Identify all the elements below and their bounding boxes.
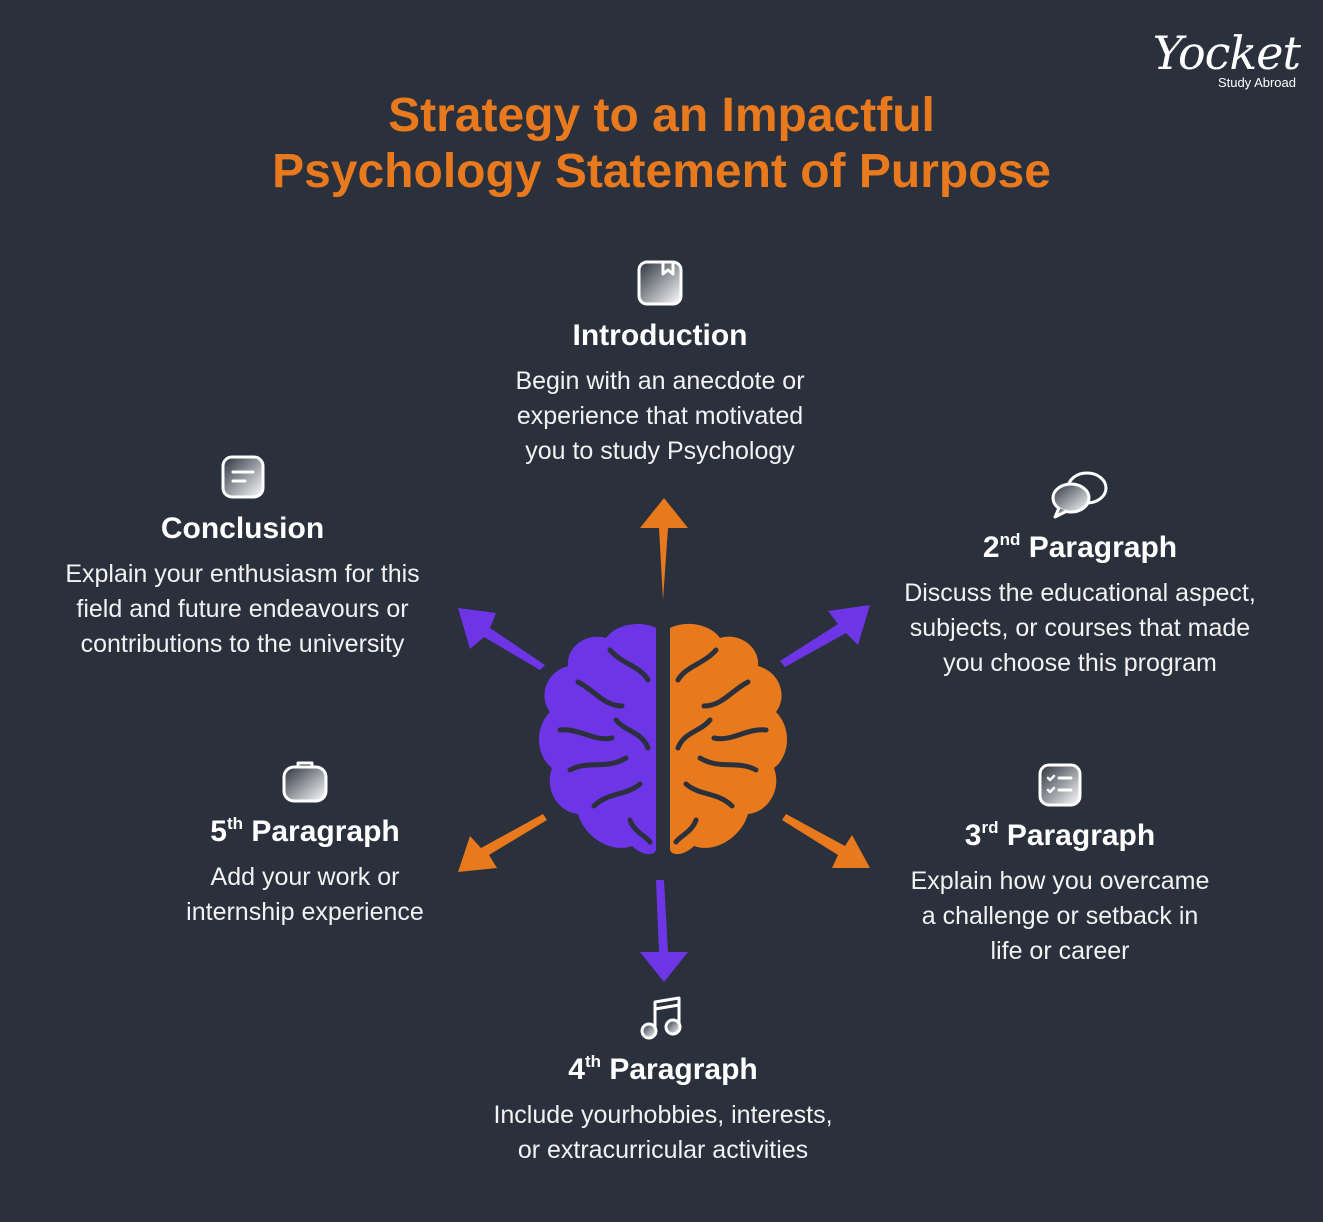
arrow-lower-left [458, 814, 547, 872]
paragraph-3-line-2: a challenge or setback in [921, 902, 1199, 930]
paragraph-4-word: Paragraph [609, 1053, 758, 1086]
arrow-down [640, 880, 688, 982]
page-title: Strategy to an Impactful Psychology Stat… [0, 88, 1323, 200]
section-paragraph-2: 2nd Paragraph Discuss the educational as… [860, 468, 1300, 681]
paragraph-3-heading: 3rd Paragraph [845, 818, 1275, 854]
paragraph-2-suffix: nd [999, 530, 1021, 549]
section-paragraph-3: 3rd Paragraph Explain how you overcame a… [845, 762, 1275, 969]
introduction-heading: Introduction [572, 319, 748, 352]
briefcase-icon [282, 761, 328, 803]
logo-wordmark: Yocket [1152, 26, 1301, 80]
paragraph-3-line-3: life or career [990, 937, 1130, 965]
title-line-2: Psychology Statement of Purpose [272, 145, 1051, 198]
note-icon [221, 455, 264, 499]
arrow-up [640, 498, 688, 600]
conclusion-line-1: Explain your enthusiasm for this [65, 560, 420, 588]
arrow-lower-right [782, 814, 870, 868]
paragraph-2-line-2: subjects, or courses that made [909, 614, 1251, 642]
yocket-logo: Yocket Study Abroad [1145, 26, 1301, 98]
paragraph-5-word: Paragraph [251, 815, 400, 848]
section-conclusion: Conclusion Explain your enthusiasm for t… [20, 453, 465, 662]
paragraph-3-suffix: rd [981, 818, 999, 837]
conclusion-description: Explain your enthusiasm for this field a… [20, 557, 465, 662]
paragraph-2-description: Discuss the educational aspect, subjects… [860, 576, 1300, 681]
paragraph-3-word: Paragraph [1006, 819, 1156, 852]
paragraph-4-number: 4 [568, 1053, 585, 1086]
paragraph-4-description: Include yourhobbies, interests, or extra… [448, 1098, 878, 1168]
checklist-icon [1038, 763, 1082, 807]
paragraph-5-heading: 5th Paragraph [90, 814, 520, 850]
section-paragraph-4: 4th Paragraph Include yourhobbies, inter… [448, 994, 878, 1168]
paragraph-5-line-1: Add your work or [210, 863, 400, 891]
paragraph-3-description: Explain how you overcame a challenge or … [845, 864, 1275, 969]
title-line-1: Strategy to an Impactful [388, 89, 935, 142]
logo-tagline: Study Abroad [1217, 75, 1296, 90]
paragraph-3-number: 3 [964, 819, 982, 852]
introduction-line-2: experience that motivated [516, 402, 804, 430]
paragraph-2-heading: 2nd Paragraph [860, 530, 1300, 566]
paragraph-2-number: 2 [982, 531, 1000, 564]
paragraph-5-suffix: th [226, 814, 243, 833]
chat-bubbles-icon [1051, 471, 1108, 519]
arrow-upper-left [458, 608, 545, 670]
paragraph-4-line-2: or extracurricular activities [517, 1136, 809, 1164]
arrow-upper-right [780, 605, 870, 667]
introduction-line-1: Begin with an anecdote or [515, 367, 805, 395]
introduction-description: Begin with an anecdote or experience tha… [440, 364, 880, 469]
paragraph-4-suffix: th [584, 1052, 601, 1071]
paragraph-5-number: 5 [210, 815, 227, 848]
brain-left-hemisphere [538, 623, 656, 855]
paragraph-2-line-1: Discuss the educational aspect, [904, 579, 1256, 607]
paragraph-5-line-2: internship experience [186, 898, 424, 926]
paragraph-3-line-1: Explain how you overcame [910, 867, 1210, 895]
paragraph-4-heading: 4th Paragraph [448, 1052, 878, 1088]
paragraph-4-line-1: Include yourhobbies, interests, [493, 1101, 833, 1129]
conclusion-line-2: field and future endeavours or [76, 595, 409, 623]
paragraph-5-description: Add your work or internship experience [90, 860, 520, 930]
section-paragraph-5: 5th Paragraph Add your work or internshi… [90, 758, 520, 930]
conclusion-line-3: contributions to the university [80, 630, 405, 658]
music-note-icon [640, 996, 682, 1040]
conclusion-heading: Conclusion [160, 512, 325, 545]
paragraph-2-line-3: you choose this program [943, 649, 1217, 677]
introduction-line-3: you to study Psychology [525, 437, 795, 465]
brain-illustration [538, 623, 788, 855]
paragraph-2-word: Paragraph [1028, 531, 1178, 564]
brain-right-hemisphere [670, 623, 788, 855]
section-introduction: Introduction Begin with an anecdote or e… [440, 258, 880, 469]
notebook-icon [637, 260, 683, 306]
